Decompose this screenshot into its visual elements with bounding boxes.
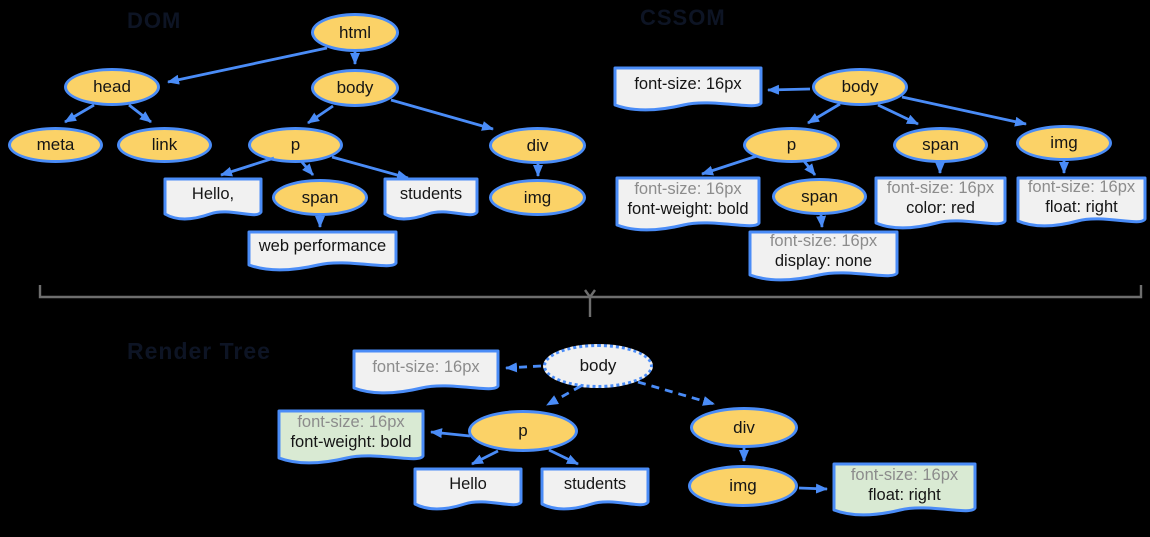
arrow-dom-html-head bbox=[167, 46, 328, 85]
render-stylebox-p: font-size: 16px font-weight: bold bbox=[277, 409, 425, 467]
dom-node-body: body bbox=[311, 69, 399, 107]
arrow-render-body-stylebox bbox=[505, 362, 542, 373]
render-node-div: div bbox=[690, 407, 798, 448]
arrow-cssom-body-span bbox=[877, 103, 919, 126]
dom-textnode-web-performance: web performance bbox=[247, 230, 398, 274]
cssom-stylebox-p: font-size: 16px font-weight: bold bbox=[615, 176, 761, 234]
dom-textnode-hello: Hello, bbox=[163, 177, 263, 223]
arrow-cssom-body-stylebox bbox=[767, 84, 811, 95]
cssom-stylebox-body: font-size: 16px bbox=[613, 66, 763, 114]
dom-node-html: html bbox=[311, 13, 399, 52]
arrow-render-p-stylebox bbox=[430, 428, 471, 439]
arrow-render-body-div bbox=[637, 380, 715, 406]
dom-node-head: head bbox=[64, 68, 160, 106]
cssom-tree-title: CSSOM bbox=[640, 5, 726, 30]
cssom-node-p: p bbox=[743, 127, 840, 163]
arrow-dom-head-meta bbox=[64, 103, 95, 124]
dom-node-img: img bbox=[489, 179, 586, 216]
dom-textnode-students: students bbox=[383, 177, 479, 223]
cssom-node-img: img bbox=[1016, 125, 1112, 161]
dom-node-p: p bbox=[248, 127, 343, 163]
arrow-cssom-p-span bbox=[802, 160, 817, 176]
arrow-dom-p-hello bbox=[220, 156, 275, 177]
dom-node-meta: meta bbox=[8, 127, 103, 163]
arrow-dom-body-div bbox=[390, 98, 494, 131]
cssom-node-body: body bbox=[812, 68, 908, 106]
cssom-stylebox-img: font-size: 16px float: right bbox=[1016, 176, 1147, 230]
cssom-node-span: span bbox=[893, 127, 988, 163]
arrow-cssom-body-img bbox=[901, 95, 1027, 127]
arrow-dom-p-span bbox=[299, 160, 315, 176]
render-stylebox-img: font-size: 16px float: right bbox=[832, 462, 977, 519]
render-stylebox-body: font-size: 16px bbox=[352, 349, 500, 397]
arrow-render-img-stylebox bbox=[798, 483, 828, 494]
dom-tree-title: DOM bbox=[127, 8, 182, 33]
dom-node-span: span bbox=[272, 179, 368, 216]
arrow-dom-body-p bbox=[307, 104, 334, 125]
merge-bracket bbox=[38, 285, 1143, 317]
render-node-body: body bbox=[543, 344, 653, 388]
cssom-node-span-child: span bbox=[772, 178, 867, 215]
cssom-stylebox-span: font-size: 16px color: red bbox=[874, 176, 1007, 232]
arrow-cssom-p-stylebox bbox=[701, 154, 758, 176]
arrow-render-p-hello bbox=[471, 449, 499, 466]
cssom-stylebox-span-child: font-size: 16px display: none bbox=[748, 230, 899, 284]
arrow-cssom-body-p bbox=[807, 102, 841, 125]
arrow-dom-head-link bbox=[128, 103, 152, 124]
arrow-dom-p-students bbox=[331, 155, 409, 180]
render-node-img: img bbox=[688, 465, 798, 507]
render-node-p: p bbox=[468, 410, 578, 452]
arrow-render-p-students bbox=[548, 448, 579, 466]
arrow-cssom-spanchild-stylebox bbox=[816, 214, 827, 228]
dom-node-div: div bbox=[489, 127, 586, 164]
render-tree-title: Render Tree bbox=[127, 338, 271, 364]
render-textnode-hello: Hello bbox=[413, 467, 523, 513]
render-textnode-students: students bbox=[540, 467, 650, 513]
dom-node-link: link bbox=[117, 127, 212, 163]
arrow-render-body-p bbox=[546, 384, 582, 407]
